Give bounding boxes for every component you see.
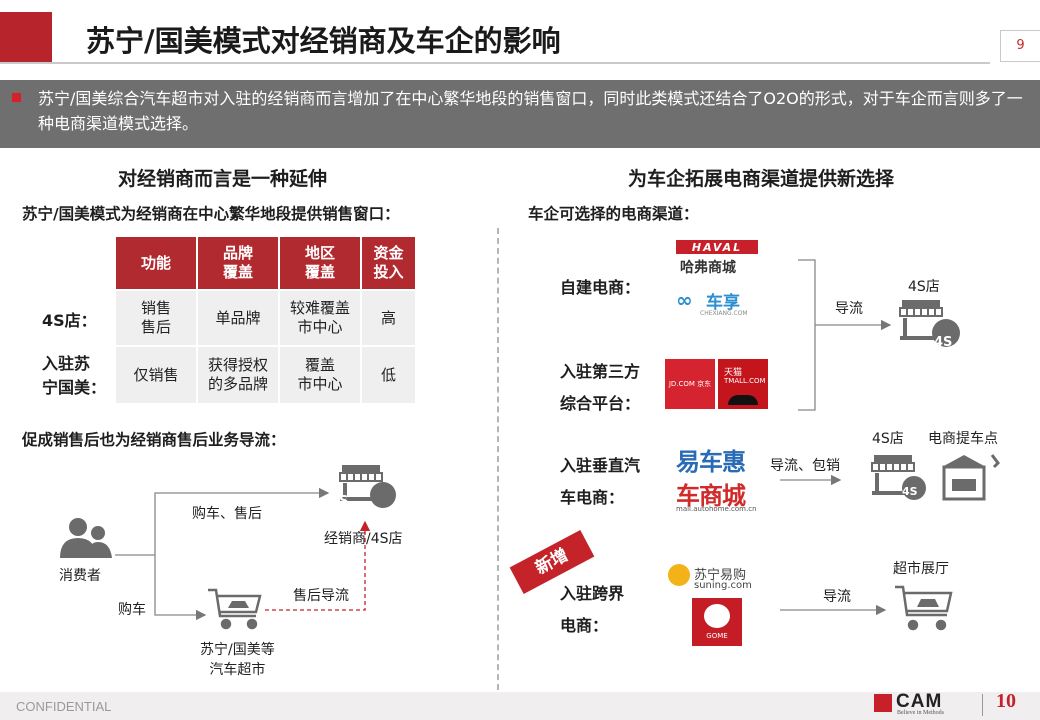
jd-logo: JD.COM 京东 (665, 359, 715, 409)
chexiang-text: 车享 (706, 293, 740, 313)
badge-4s-right: 4S (934, 335, 953, 350)
left-subheading: 苏宁/国美模式为经销商在中心繁华地段提供销售窗口： (22, 205, 400, 223)
channel-flow-diagram (780, 259, 1000, 631)
guide-label-3: 导流 (823, 589, 851, 605)
chexiang-logo: ∞ 车享 CHEXIANG.COM (676, 288, 762, 320)
gome-text: GOME (706, 632, 728, 640)
table-cell: 单品牌 (198, 291, 278, 345)
table-row-label: 入驻苏 宁国美： (42, 354, 107, 397)
footer-bar (0, 692, 1040, 720)
table-header-brand: 品牌 覆盖 (198, 237, 278, 289)
page-title: 苏宁/国美模式对经销商及车企的影响 (86, 24, 561, 58)
channel-label-own: 自建电商： (560, 278, 641, 297)
bracket-line (798, 259, 816, 411)
cam-logo-mark-icon (874, 694, 892, 712)
page-number: 9 (1000, 30, 1040, 62)
channel-label-crossover: 入驻跨界 电商： (560, 584, 625, 635)
anniversary-logo: 10 (996, 690, 1016, 712)
tmall-cn-text: 天猫 (724, 368, 743, 378)
table-cell: 低 (362, 347, 415, 403)
suning-lion-icon (668, 564, 690, 586)
footer-divider (982, 694, 983, 716)
flow-arrow-buy-service (115, 487, 330, 556)
flow-arrow-after-sales (265, 520, 371, 611)
table-header-function: 功能 (116, 237, 196, 289)
consumer-label: 消费者 (59, 568, 101, 584)
store-icon (339, 465, 396, 508)
gome-logo: GOME (692, 598, 742, 646)
supermarket-label: 苏宁/国美等 汽车超市 (200, 642, 275, 678)
autohome-url: mall.autohome.com.cn (676, 505, 757, 513)
tmall-logo: 天猫 TMALL.COM (718, 359, 768, 409)
right-section-heading: 为车企拓展电商渠道提供新选择 (628, 168, 895, 190)
right-subheading: 车企可选择的电商渠道： (528, 205, 699, 223)
shopping-cart-icon (895, 585, 953, 631)
table-header-region: 地区 覆盖 (280, 237, 360, 289)
yichehui-logo: 易车惠 (676, 448, 746, 476)
summary-text: 苏宁/国美综合汽车超市对入驻的经销商而言增加了在中心繁华地段的销售窗口，同时此类… (38, 89, 1023, 133)
tmall-url: TMALL.COM (724, 377, 766, 385)
table-cell: 获得授权 的多品牌 (198, 347, 278, 403)
dealer-flow-diagram (60, 465, 396, 630)
gome-tiger-icon (704, 604, 730, 628)
table-cell: 高 (362, 291, 415, 345)
haval-mall-logo: 哈弗商城 (680, 260, 736, 276)
guide-label-1: 导流 (835, 301, 863, 317)
confidential-label: CONFIDENTIAL (16, 699, 112, 714)
channel-label-vertical: 入驻垂直汽 车电商： (560, 456, 641, 507)
summary-banner (0, 80, 1040, 148)
badge-4s-right-2: 4S (902, 485, 918, 498)
guide-label-2: 导流、包销 (770, 458, 840, 474)
suning-url: suning.com (694, 580, 752, 591)
consumer-icon (60, 518, 112, 558)
chexiang-url: CHEXIANG.COM (700, 310, 748, 317)
pickup-point-icon (942, 454, 1000, 501)
table-cell: 较难覆盖 市中心 (280, 291, 360, 345)
haval-logo: HAVAL (676, 240, 758, 254)
channel-label-platform: 入驻第三方 综合平台： (560, 362, 641, 413)
suning-logo: 苏宁易购 suning.com (668, 562, 758, 594)
title-underline (0, 62, 990, 64)
dest-label-4s: 4S店 (908, 279, 940, 295)
store-icon (899, 300, 960, 347)
section-divider (497, 228, 499, 690)
table-header-capital: 资金 投入 (362, 237, 415, 289)
table-cell: 仅销售 (116, 347, 196, 403)
left-section-heading: 对经销商而言是一种延伸 (118, 168, 328, 190)
bullet-icon (12, 93, 21, 102)
dest-label-pickup: 电商提车点 (928, 431, 998, 447)
cam-tagline: Believe in Methods (897, 710, 944, 716)
buy-label: 购车 (118, 602, 146, 618)
buy-service-label: 购车、售后 (192, 506, 262, 522)
shopping-cart-icon (208, 588, 262, 630)
flow-heading: 促成销售后也为经销商售后业务导流： (22, 431, 286, 449)
cam-logo-text: CAM (896, 691, 943, 712)
tmall-cat-icon (728, 395, 758, 405)
store-icon (871, 455, 926, 500)
autohome-mall-logo: 车商城 (676, 482, 746, 510)
dest-label-showroom: 超市展厅 (893, 561, 949, 577)
table-row-label: 4S店： (42, 311, 97, 330)
badge-4s-left: 4S (330, 494, 349, 509)
table-cell: 销售 售后 (116, 291, 196, 345)
dealer-label: 经销商/4S店 (324, 531, 403, 547)
table-cell: 覆盖 市中心 (280, 347, 360, 403)
after-sales-label: 售后导流 (293, 588, 349, 604)
title-accent-bar (0, 12, 52, 62)
flow-arrow-buy (154, 555, 207, 621)
chexiang-mark-icon: ∞ (676, 288, 693, 312)
dest-label-4s-2: 4S店 (872, 431, 904, 447)
suning-cn-text: 苏宁易购 (694, 568, 747, 583)
